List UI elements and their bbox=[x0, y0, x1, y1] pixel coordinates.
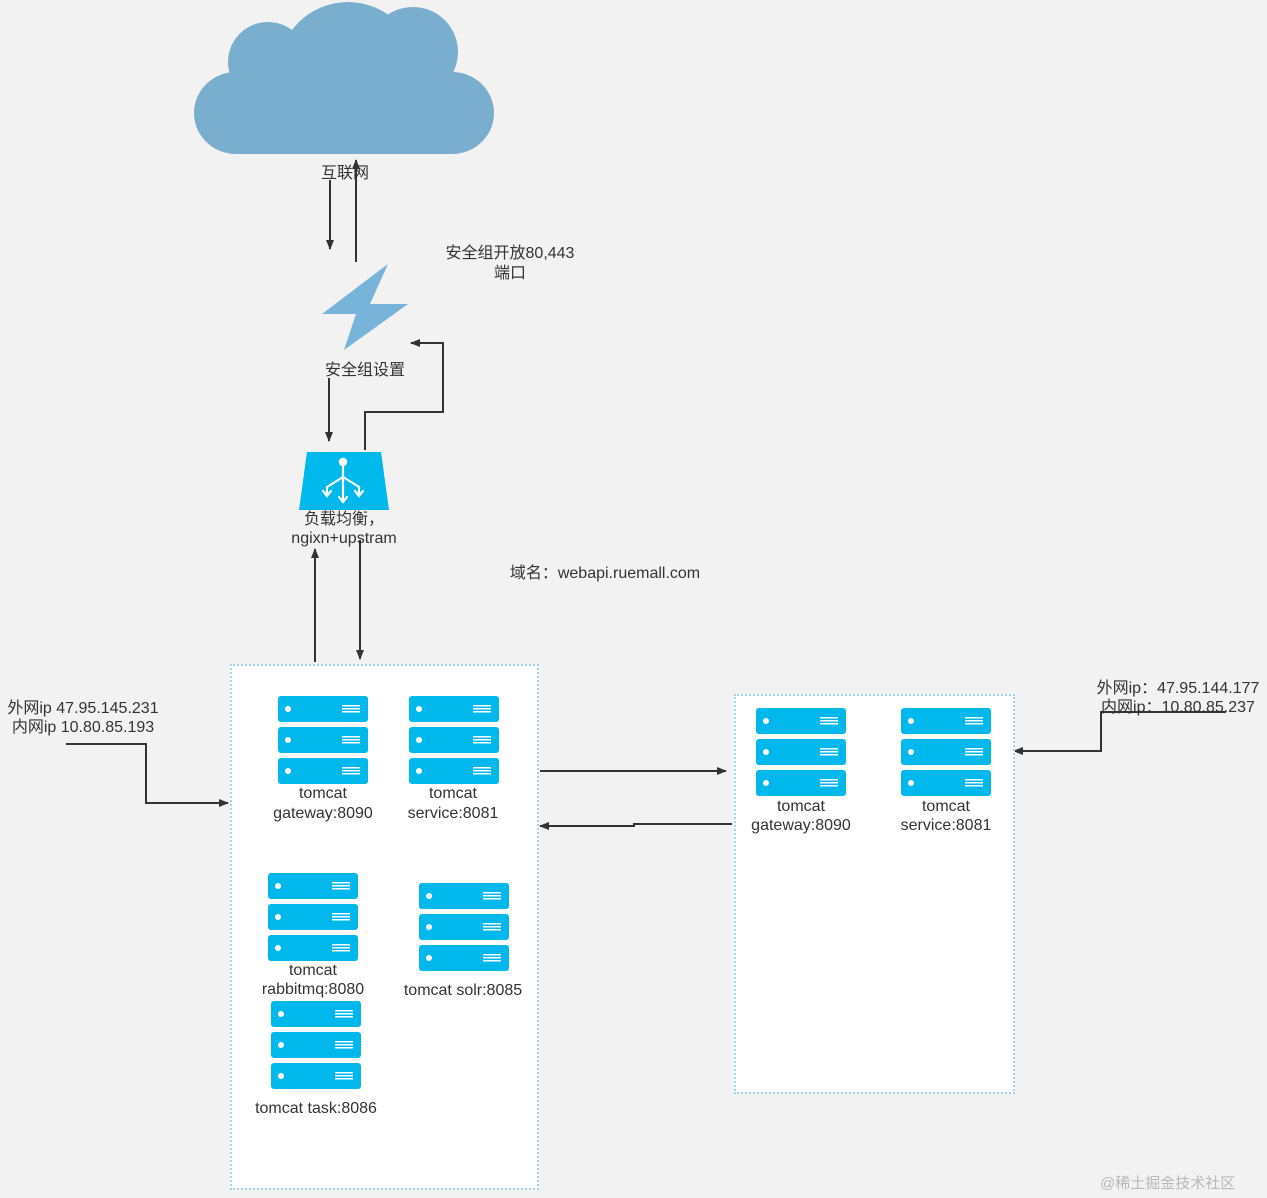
server2-node-gateway-line2: gateway:8090 bbox=[751, 817, 851, 834]
server1-node-rabbitmq-line1: tomcat bbox=[288, 962, 337, 979]
lightning-icon bbox=[322, 264, 408, 350]
arrow-ip1-to-server1 bbox=[66, 743, 229, 807]
server2-internal-ip: 内网ip：10.80.85.237 bbox=[1101, 699, 1255, 716]
arrow-lb-to-sg bbox=[364, 339, 444, 450]
server2-external-ip: 外网ip：47.95.144.177 bbox=[1096, 680, 1260, 697]
server1-box: tomcat gateway:8090 tomcat service:8081 … bbox=[230, 664, 539, 1190]
security-group-label: 安全组设置 bbox=[324, 362, 405, 379]
server2-node-service-line1: tomcat bbox=[921, 798, 970, 815]
server1-node-solr-label: tomcat solr:8085 bbox=[403, 982, 523, 999]
server1-internal-ip: 内网ip 10.80.85.193 bbox=[11, 719, 155, 736]
security-note-line1: 安全组开放80,443 bbox=[445, 245, 575, 262]
server-icon bbox=[901, 708, 991, 798]
server2-node-service-line2: service:8081 bbox=[900, 817, 992, 834]
server1-node-service-line2: service:8081 bbox=[407, 805, 499, 822]
server2-node-gateway-line1: tomcat bbox=[776, 798, 825, 815]
lb-label-line1: 负载均衡， bbox=[303, 511, 384, 528]
load-balancer-icon bbox=[299, 452, 389, 510]
server1-node-service-line1: tomcat bbox=[428, 785, 477, 802]
arrow-ip2-to-server2 bbox=[1013, 711, 1226, 755]
server-icon bbox=[268, 873, 358, 963]
server-icon bbox=[409, 696, 499, 786]
cloud-icon bbox=[194, 2, 494, 154]
server2-box: tomcat gateway:8090 tomcat service:8081 bbox=[734, 694, 1015, 1094]
server1-external-ip: 外网ip 47.95.145.231 bbox=[7, 700, 159, 717]
server-icon bbox=[278, 696, 368, 786]
domain-label: 域名：webapi.ruemall.com bbox=[509, 565, 701, 582]
server-icon bbox=[271, 1001, 361, 1091]
server-icon bbox=[756, 708, 846, 798]
server1-node-gateway-line1: tomcat bbox=[298, 785, 347, 802]
server-icon bbox=[419, 883, 509, 973]
server1-node-task-label: tomcat task:8086 bbox=[255, 1100, 377, 1117]
server1-node-rabbitmq-line2: rabbitmq:8080 bbox=[261, 981, 365, 998]
server1-node-gateway-line2: gateway:8090 bbox=[273, 805, 373, 822]
lb-label-line2: ngixn+upstram bbox=[291, 530, 397, 547]
arrow-server2-to-server1 bbox=[539, 822, 732, 830]
internet-label: 互联网 bbox=[320, 165, 369, 182]
watermark: @稀土掘金技术社区 bbox=[1100, 1175, 1236, 1192]
security-note-line2: 端口 bbox=[493, 265, 526, 282]
